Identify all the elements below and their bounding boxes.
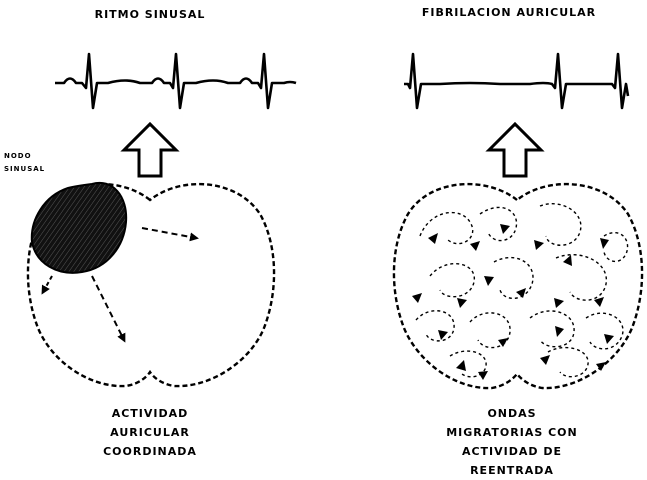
sinus-up-arrow-icon [124,124,176,176]
afib-ecg-trace [404,54,628,108]
afib-atria-outline [394,184,642,388]
sinus-ecg-trace [55,54,296,108]
afib-up-arrow-icon [489,124,541,176]
